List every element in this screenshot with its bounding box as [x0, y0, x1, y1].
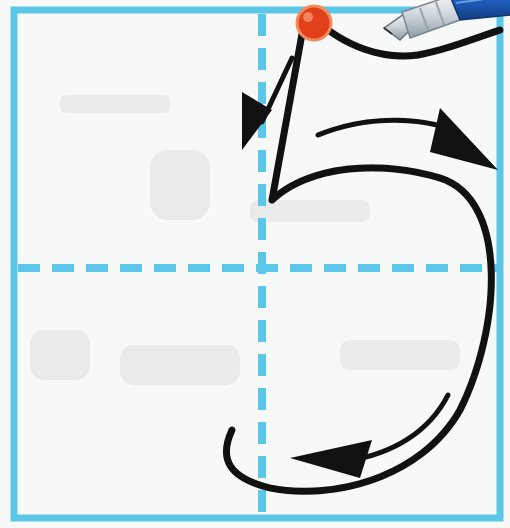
start-dot-icon [297, 6, 331, 40]
start-dot-highlight [303, 12, 313, 22]
